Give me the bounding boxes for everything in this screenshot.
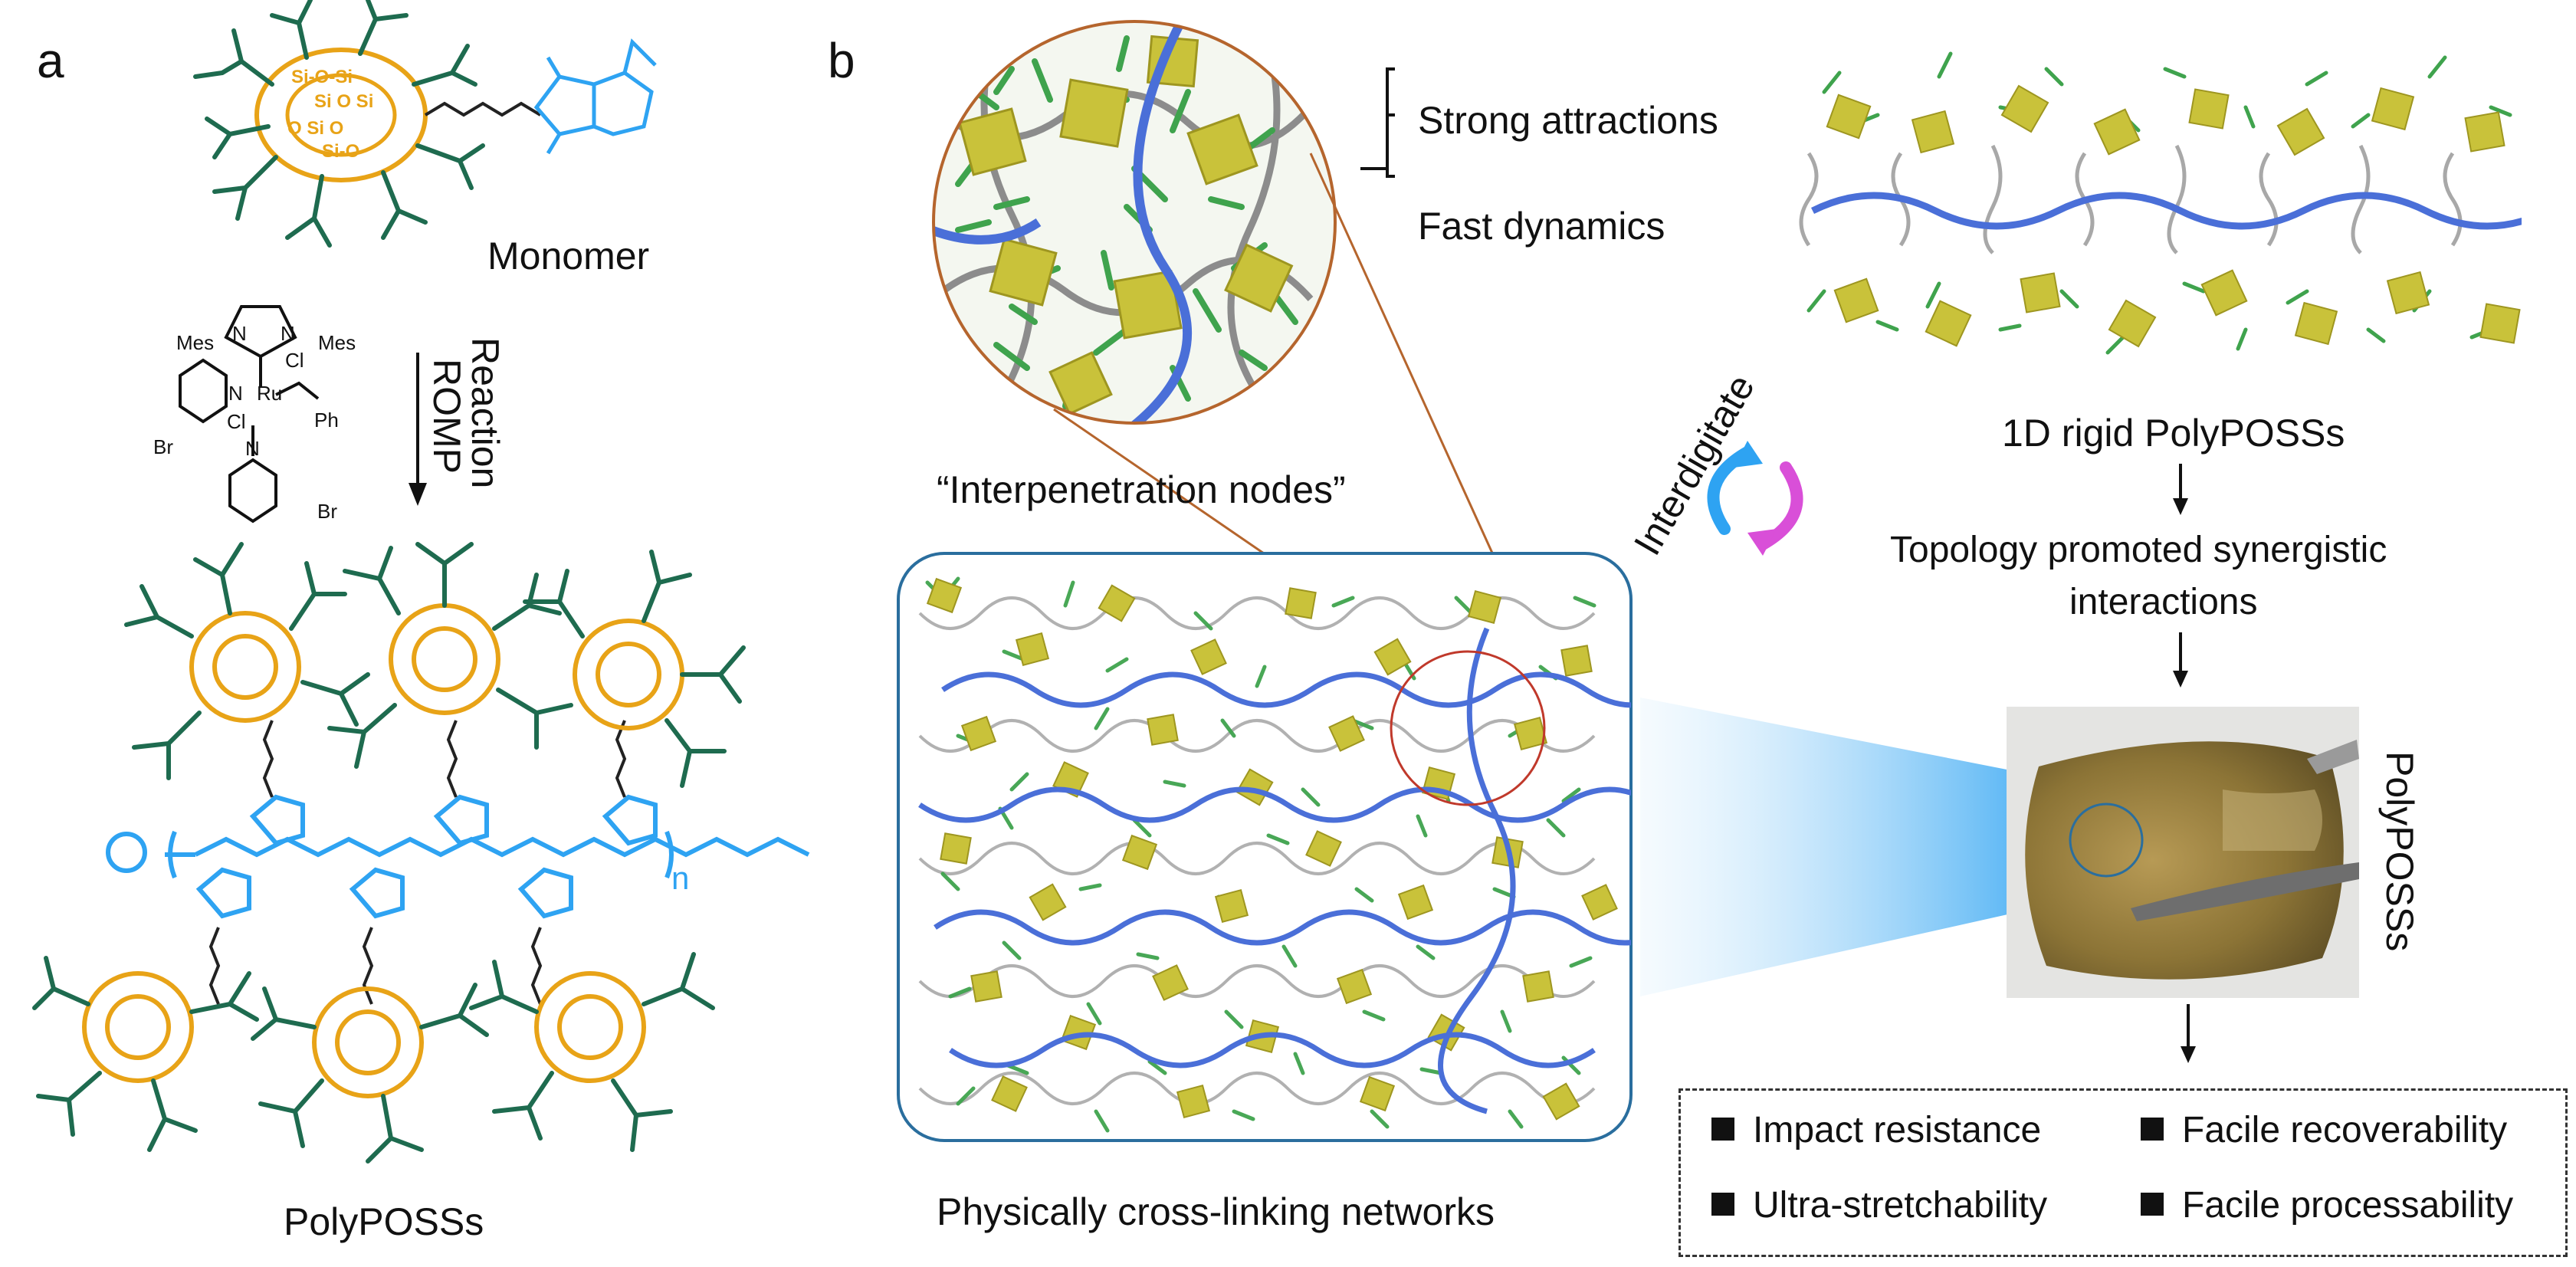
projection-beam <box>1640 698 2069 996</box>
property-facile-processability: Facile processability <box>2141 1184 2513 1226</box>
catalyst-mes-right: Mes <box>318 331 356 354</box>
catalyst-ru: Ru <box>257 382 283 405</box>
interpenetration-label: “Interpenetration nodes” <box>937 468 1346 511</box>
bullet-square-icon <box>1711 1193 1734 1216</box>
polyposs-cages <box>82 603 684 1098</box>
property-impact-resistance: Impact resistance <box>1711 1109 2041 1151</box>
monomer-label: Monomer <box>487 235 650 277</box>
zoom-circle <box>932 20 1337 425</box>
rigid-polyposs-illustration <box>1799 51 2522 355</box>
bullet-square-icon <box>2141 1193 2164 1216</box>
property-text: Impact resistance <box>1753 1110 2042 1150</box>
polyposs-alkyl-arms <box>32 542 746 1164</box>
property-facile-recoverability: Facile recoverability <box>2141 1109 2507 1151</box>
grubbs-catalyst <box>179 305 320 524</box>
svg-text:Si O Si: Si O Si <box>314 91 373 112</box>
svg-text:Si-O: Si-O <box>322 141 359 162</box>
property-text: Facile recoverability <box>2182 1110 2508 1150</box>
catalyst-n-right: N <box>281 322 295 345</box>
network-label: Physically cross-linking networks <box>937 1190 1495 1233</box>
rigid-polyposs-label: 1D rigid PolyPOSSs <box>2002 412 2345 455</box>
repeat-unit-n: n <box>671 860 690 896</box>
properties-box: Impact resistance Facile recoverability … <box>1679 1088 2568 1257</box>
monomer-alkyl-arms <box>193 0 485 248</box>
strong-attractions-label: Strong attractions <box>1418 99 1718 142</box>
topology-label-line2: interactions <box>2069 582 2258 622</box>
catalyst-ph: Ph <box>314 409 339 432</box>
panel-a-letter: a <box>37 33 64 88</box>
polyposs-linkers <box>208 720 627 1005</box>
attraction-bracket <box>1360 67 1395 178</box>
svg-text:Si-O-Si: Si-O-Si <box>291 67 353 87</box>
bullet-square-icon <box>1711 1118 1734 1141</box>
romp-arrow <box>409 353 427 506</box>
norbornene-imide <box>533 38 657 155</box>
panel-b-letter: b <box>828 33 855 88</box>
bullet-square-icon <box>2141 1118 2164 1141</box>
sample-label: PolyPOSSs <box>2378 751 2421 952</box>
reaction-label: Reaction <box>464 337 507 489</box>
network-box <box>897 552 1633 1142</box>
flow-arrows <box>2173 464 2196 1063</box>
catalyst-cl-bottom: Cl <box>227 410 246 433</box>
monomer-linker <box>424 101 542 117</box>
svg-text:O Si O: O Si O <box>287 118 343 139</box>
monomer-poss-cage: Si-O-Si Si O Si O Si OSi-O <box>254 48 428 182</box>
fast-dynamics-label: Fast dynamics <box>1418 205 1665 248</box>
catalyst-cl-top: Cl <box>285 349 304 372</box>
property-text: Facile processability <box>2182 1185 2514 1226</box>
catalyst-mes-left: Mes <box>176 331 215 354</box>
property-text: Ultra-stretchability <box>1753 1185 2048 1226</box>
catalyst-br-left: Br <box>153 435 173 458</box>
catalyst-n-left: N <box>232 322 247 345</box>
polyposs-backbone <box>106 794 810 919</box>
interdigitate-arrows <box>1707 441 1803 556</box>
catalyst-n-pyridine: N <box>228 382 243 405</box>
product-label: PolyPOSSs <box>284 1200 484 1243</box>
property-ultra-stretchability: Ultra-stretchability <box>1711 1184 2047 1226</box>
topology-label-line1: Topology promoted synergistic <box>1890 530 2387 570</box>
catalyst-br-bottom: Br <box>317 500 337 523</box>
catalyst-n-bottom: N <box>245 437 260 460</box>
sample-photo <box>2007 707 2359 998</box>
